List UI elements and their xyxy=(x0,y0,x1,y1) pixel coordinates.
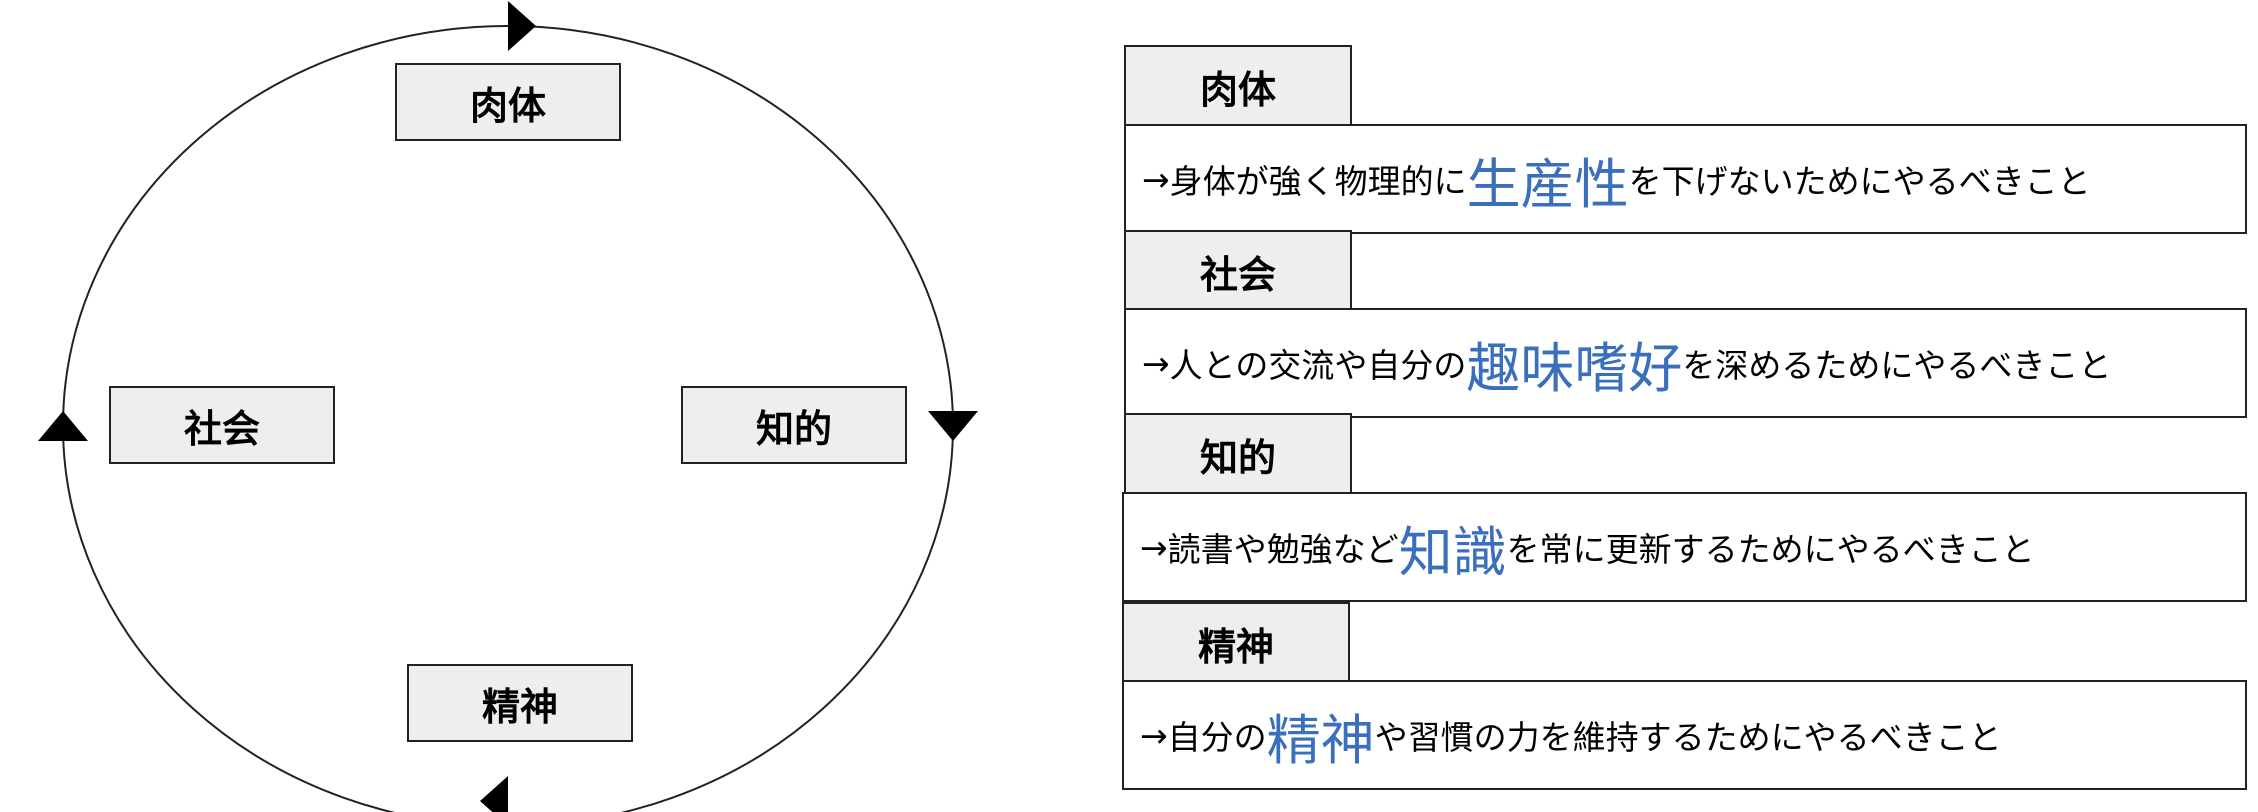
arrow-left-icon xyxy=(480,776,508,812)
category-desc-spiritual: →自分の精神や習慣の力を維持するためにやるべきこと xyxy=(1122,680,2247,790)
desc-keyword: 生産性 xyxy=(1466,152,1629,216)
cycle-node-social: 社会 xyxy=(109,386,335,464)
desc-suffix: を下げないためにやるべきこと xyxy=(1628,162,2091,201)
category-label-physical: 肉体 xyxy=(1124,45,1352,125)
arrow-right-icon xyxy=(508,1,536,51)
desc-prefix: 自分の xyxy=(1167,718,1267,757)
desc-keyword: 趣味嗜好 xyxy=(1466,336,1683,400)
cycle-node-physical: 肉体 xyxy=(395,63,621,141)
desc-arrow: → xyxy=(1140,715,1168,755)
desc-keyword: 精神 xyxy=(1266,708,1375,772)
category-label-social: 社会 xyxy=(1124,230,1352,310)
category-label-intellectual: 知的 xyxy=(1124,413,1352,493)
desc-suffix: を常に更新するためにやるべきこと xyxy=(1506,530,2035,569)
category-label-spiritual: 精神 xyxy=(1122,602,1350,682)
desc-prefix: 読書や勉強など xyxy=(1167,530,1399,569)
desc-keyword: 知識 xyxy=(1398,520,1507,584)
desc-arrow: → xyxy=(1142,343,1170,383)
arrow-up-icon xyxy=(38,411,88,441)
desc-arrow: → xyxy=(1140,527,1168,567)
category-desc-social: →人との交流や自分の趣味嗜好を深めるためにやるべきこと xyxy=(1124,308,2247,418)
cycle-diagram xyxy=(38,1,978,812)
cycle-node-spiritual: 精神 xyxy=(407,664,633,742)
category-desc-physical: →身体が強く物理的に生産性を下げないためにやるべきこと xyxy=(1124,124,2247,234)
desc-suffix: や習慣の力を維持するためにやるべきこと xyxy=(1374,718,2002,757)
desc-suffix: を深めるためにやるべきこと xyxy=(1682,346,2112,385)
desc-prefix: 人との交流や自分の xyxy=(1169,346,1467,385)
cycle-node-intellectual: 知的 xyxy=(681,386,907,464)
arrow-down-icon xyxy=(928,411,978,441)
category-desc-intellectual: →読書や勉強など知識を常に更新するためにやるべきこと xyxy=(1122,492,2247,602)
desc-arrow: → xyxy=(1142,159,1170,199)
desc-prefix: 身体が強く物理的に xyxy=(1169,162,1467,201)
